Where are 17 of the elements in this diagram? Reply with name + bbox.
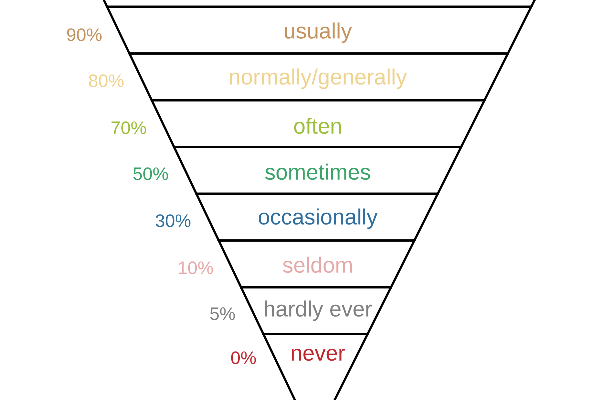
percent-label: 10% [179,262,214,274]
percent-label: 0% [231,352,256,364]
band: never [262,333,369,400]
percent-label: 70% [112,122,146,134]
band [102,0,536,8]
band: usually [106,6,533,55]
band: hardly ever [240,286,392,336]
band: normally/generally [128,52,510,102]
percent-label: 30% [156,214,191,228]
band: seldom [218,240,416,289]
percent-label: 80% [89,74,124,88]
percent-label: 50% [134,168,168,180]
band: sometimes [173,146,462,196]
band: often [150,99,486,148]
percent-label: 5% [210,308,236,320]
percent-label: 90% [67,28,102,42]
band: occasionally [196,192,440,242]
